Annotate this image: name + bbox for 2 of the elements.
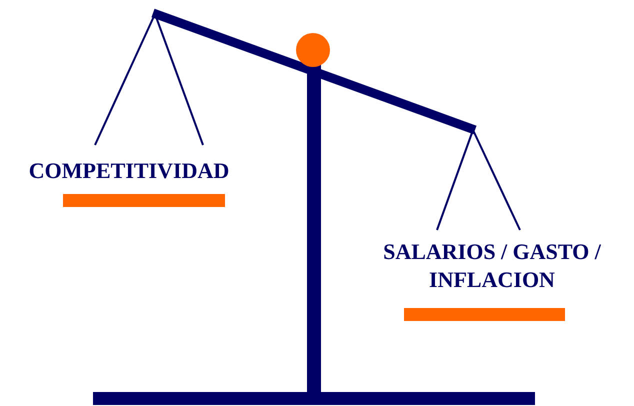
scale-label: SALARIOS / GASTO / INFLACION [382, 238, 602, 294]
scale-label: COMPETITIVIDAD [28, 157, 230, 185]
